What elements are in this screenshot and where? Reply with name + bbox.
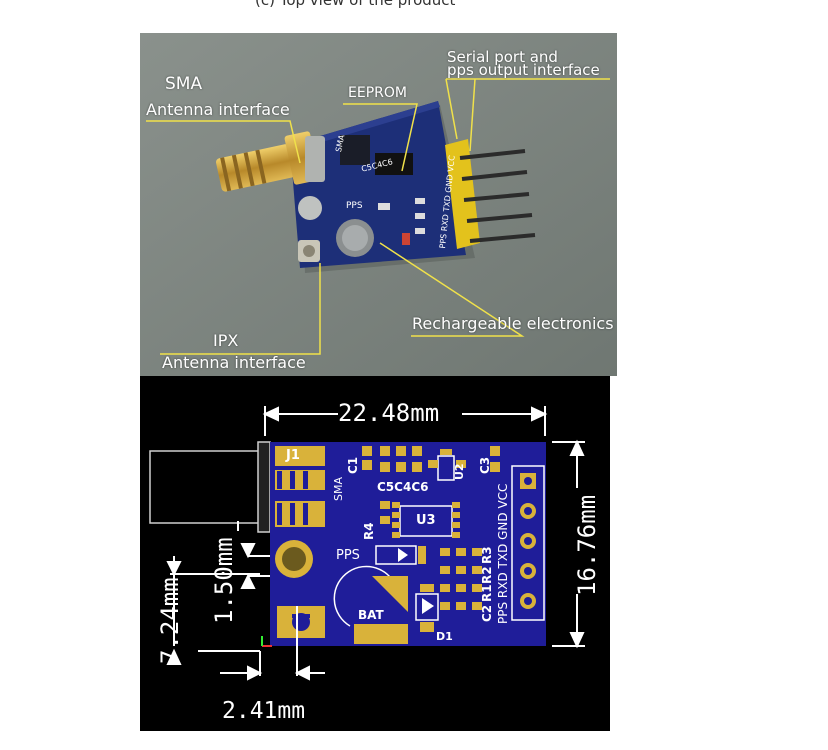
silk-c1: C1 [346,456,360,474]
label-ipx: IPX [213,331,239,350]
silk-c2: C2 [480,604,494,622]
label-serial-port-line2: pps output interface [447,61,600,79]
pcb-dimension-drawing: 22.48mm 16.76mm 7.24mm 1.50mm 2.41mm J1 … [140,376,610,731]
sma-outline [149,450,269,524]
silk-r1: R1 [480,584,494,602]
photo-silk-pps: PPS [346,201,363,211]
silk-r4: R4 [362,522,376,540]
pcb-drawing-svg [149,406,585,681]
dimension-lines [166,406,585,681]
silk-r3: R3 [480,546,494,564]
image-caption: (c) Top view of the product [255,0,456,9]
silk-pps: PPS [336,548,360,563]
label-serial-port-line1: Serial port and [447,48,558,66]
label-sma-antenna-interface: Antenna interface [146,100,290,119]
silk-u3: U3 [416,513,436,528]
label-sma: SMA [165,74,203,94]
product-photo: SMA Antenna interface EEPROM Serial port… [140,33,617,376]
silk-r2: R2 [480,566,494,584]
silk-d1: D1 [436,630,453,643]
dim-1-50: 1.50mm [210,537,238,624]
dim-width: 22.48mm [338,399,440,427]
label-eeprom: EEPROM [348,85,407,101]
dim-2-41: 2.41mm [222,698,306,724]
pin-header [445,139,536,249]
silk-pin-labels: PPS RXD TXD GND VCC [496,483,510,624]
silk-c5c4c6: C5C4C6 [377,480,429,494]
dim-7-24: 7.24mm [156,577,184,664]
silk-c3: C3 [478,456,492,474]
silk-sma: SMA [332,477,345,501]
silk-bat: BAT [358,608,384,622]
photo-leader-lines [146,78,610,355]
dim-height: 16.76mm [573,494,601,596]
silk-u2: U2 [453,463,466,480]
label-rechargeable-electronics: Rechargeable electronics [412,314,614,333]
silk-j1: J1 [286,448,300,463]
label-ipx-antenna-interface: Antenna interface [162,353,306,372]
product-photo-drawing [140,33,617,376]
pcb-board-photo [290,101,466,268]
